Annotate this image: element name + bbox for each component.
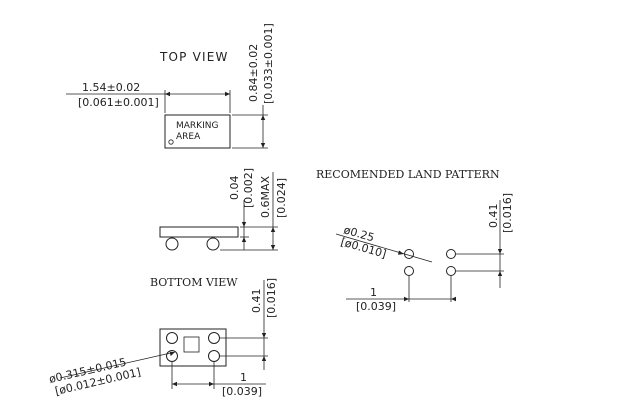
side-ball-left: [165, 237, 179, 251]
side-ball-right: [206, 237, 220, 251]
width-dimension-mm: 1.54±0.02: [82, 81, 140, 94]
bottom-pitch-x-mm: 1: [240, 371, 247, 384]
package-body: [164, 114, 231, 149]
bottom-view: BOTTOM VIEW ø0.315±0.015 [ø0.012±0.001] …: [48, 276, 278, 398]
bottom-body: [159, 328, 227, 367]
land-pitch-x-arrow-left: [404, 296, 409, 302]
land-pattern-view: RECOMENDED LAND PATTERN ø0.25 [ø0.010] 1…: [316, 168, 514, 313]
height-dimension-mm: 0.84±0.02: [247, 44, 260, 102]
height-arrow-bottom: [260, 143, 266, 148]
gap-dimension-mm: 0.04: [228, 176, 241, 201]
bottom-center-square: [183, 336, 200, 353]
gap-arrow-bottom: [241, 237, 247, 242]
gap-dimension-in: [0.002]: [242, 168, 255, 208]
land-pitch-y-arrow-bottom: [497, 271, 503, 276]
bottom-pitch-x-arrow-right: [209, 381, 214, 387]
pin1-indicator: [168, 139, 174, 145]
top-view: TOP VIEW MARKING AREA 1.54±0.02 [0.061±0…: [66, 23, 275, 149]
bottom-pitch-y-in: [0.016]: [265, 278, 278, 318]
land-pitch-y-in: [0.016]: [501, 193, 514, 233]
max-height-arrow-bottom: [270, 245, 276, 250]
bottom-pitch-y-arrow-bottom: [261, 356, 267, 361]
bottom-pitch-x-in: [0.039]: [222, 385, 262, 398]
height-dimension-in: [0.033±0.001]: [262, 23, 275, 104]
bottom-pitch-y-mm: 0.41: [250, 289, 263, 314]
bottom-pad-bottom-right: [208, 350, 220, 362]
gap-arrow-top: [241, 222, 247, 227]
land-pitch-x-in: [0.039]: [356, 300, 396, 313]
width-dimension-in: [0.061±0.001]: [78, 96, 159, 109]
bottom-pad-top-right: [208, 332, 220, 344]
land-pad-leader: [335, 233, 433, 263]
side-view: 0.04 [0.002] 0.6MAX [0.024]: [159, 168, 288, 251]
bottom-pad-leader: [59, 351, 176, 379]
land-pitch-x-mm: 1: [370, 286, 377, 299]
max-height-dimension-in: [0.024]: [275, 178, 288, 218]
land-pad-bottom-left: [404, 266, 414, 276]
bottom-pad-top-left: [166, 332, 178, 344]
marking-label-line1: MARKING: [176, 121, 218, 131]
marking-label-line2: AREA: [176, 132, 201, 142]
land-pitch-x-arrow-right: [451, 296, 456, 302]
land-pad-bottom-right: [446, 266, 456, 276]
width-arrow-left: [165, 91, 170, 97]
bottom-pitch-y-arrow-top: [261, 333, 267, 338]
bottom-pad-bottom-left: [166, 350, 178, 362]
land-pad-leader-arrow: [398, 250, 404, 255]
land-pad-top-right: [446, 249, 456, 259]
bottom-pad-leader-arrow: [169, 351, 175, 357]
max-height-dimension-mm: 0.6MAX: [259, 175, 272, 218]
width-arrow-right: [225, 91, 230, 97]
side-body: [159, 226, 239, 238]
land-pitch-y-arrow-top: [497, 249, 503, 254]
height-arrow-top: [260, 115, 266, 120]
max-height-arrow-top: [270, 227, 276, 232]
bottom-view-title: BOTTOM VIEW: [150, 276, 238, 289]
bottom-pitch-x-arrow-left: [172, 381, 177, 387]
top-view-title: TOP VIEW: [159, 50, 229, 64]
land-pattern-title: RECOMENDED LAND PATTERN: [316, 168, 500, 181]
land-pitch-y-mm: 0.41: [487, 204, 500, 229]
